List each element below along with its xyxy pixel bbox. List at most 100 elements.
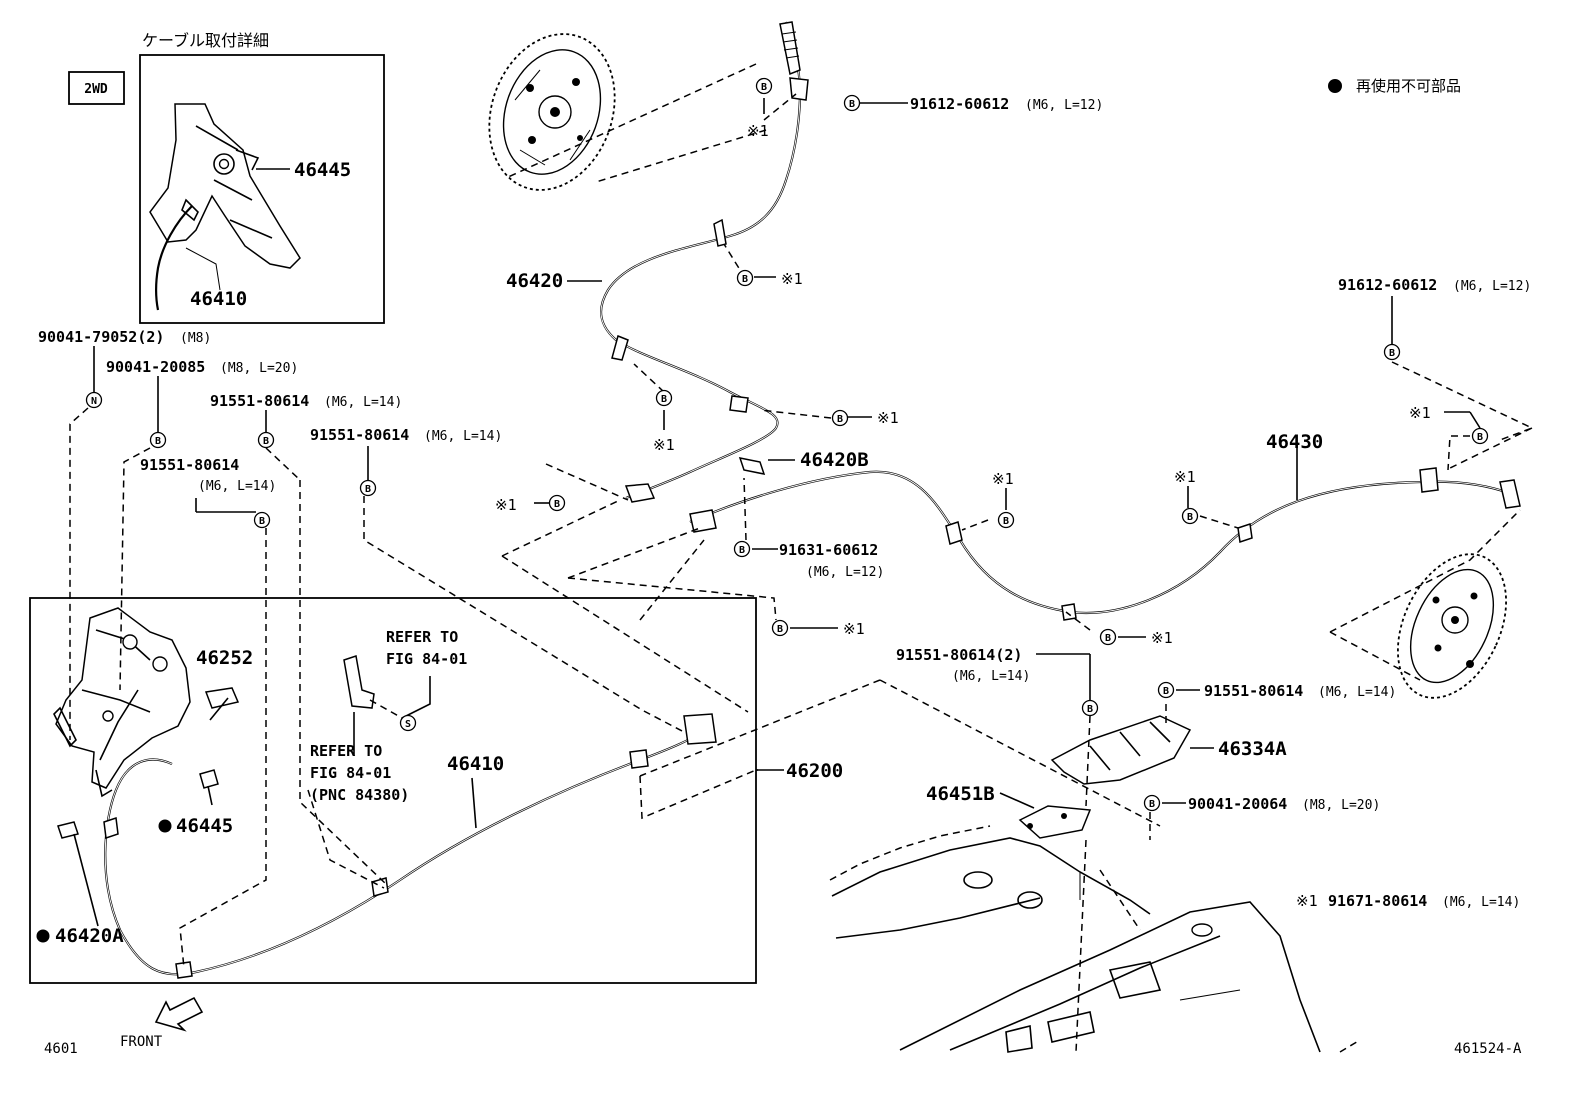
bolt-90041-20064-label: 90041-20064 [1188, 795, 1287, 813]
bolt-symbol-icon [843, 94, 861, 112]
bolt-91551-a-label: 91551-80614 [210, 392, 309, 410]
part-46420a-drawing [57, 821, 79, 839]
note-mark: ※1 [1296, 892, 1318, 910]
bolt-91551-b-label: 91551-80614 [310, 426, 409, 444]
fastener-symbols: N S [36, 77, 1489, 943]
bolt-symbol-icon [755, 77, 773, 95]
bolt-91551-two-label: 91551-80614(2) [896, 646, 1022, 664]
cable-detail-inset: ケーブル取付詳細 2WD 46445 46410 [68, 31, 385, 324]
note-mark: ※1 [781, 270, 803, 288]
bolt-symbol-icon [1081, 699, 1099, 717]
underbody-floor-drawing [829, 825, 1321, 1053]
note-mark: ※1 [495, 496, 517, 514]
front-arrow-icon [154, 996, 204, 1032]
part-46420-label: 46420 [506, 270, 563, 292]
bolt-91551-two-spec: (M6, L=14) [952, 669, 1030, 684]
bolt-91612-top-label: 91612-60612 [910, 95, 1009, 113]
leader-lines [93, 98, 1481, 809]
bolt-90041-20064-spec: (M8, L=20) [1302, 798, 1380, 813]
part-46252-drawing [204, 687, 240, 709]
bolt-symbol-icon [1099, 628, 1117, 646]
note-mark: ※1 [1409, 404, 1431, 422]
rear-cable-46420-drawing [599, 21, 809, 503]
parking-brake-pedal-drawing [53, 607, 191, 798]
bolt-symbol-icon [149, 431, 167, 449]
heat-insulator-46334a-drawing [1050, 715, 1192, 785]
bolt-91551-c-spec: (M6, L=14) [198, 479, 276, 494]
right-brake-backing-plate-drawing [1397, 553, 1507, 699]
bolt-symbol-icon [548, 494, 566, 512]
pedal-assembly-frame [29, 597, 757, 984]
svg-text:N: N [91, 396, 97, 407]
bolt-91612-right-spec: (M6, L=12) [1453, 279, 1531, 294]
bolt-91612-top-spec: (M6, L=12) [1025, 98, 1103, 113]
note-mark: ※1 [843, 620, 865, 638]
bolt-symbol-icon [831, 409, 849, 427]
bolt-symbol-icon [771, 619, 789, 637]
nut-symbol-icon: N [85, 391, 103, 409]
note-mark: ※1 [992, 470, 1014, 488]
bolt-symbol-icon [1181, 507, 1199, 525]
refer-note-1-line2: FIG 84-01 [386, 650, 467, 668]
bolt-90041-20085-label: 90041-20085 [106, 358, 205, 376]
part-46410-label: 46410 [447, 753, 504, 775]
refer-note-1-line1: REFER TO [386, 628, 458, 646]
part-46420b-label: 46420B [800, 449, 869, 471]
note-mark: ※1 [747, 122, 769, 140]
refer-note-2-line1: REFER TO [310, 742, 382, 760]
note-mark: ※1 [653, 436, 675, 454]
part-46445-label: 46445 [176, 815, 233, 837]
pedal-assembly-box [29, 597, 757, 984]
part-46420a-label: 46420A [55, 925, 124, 947]
drive-badge-frame [68, 71, 125, 105]
bolt-91551-right-spec: (M6, L=14) [1318, 685, 1396, 700]
note-definition-code: 91671-80614 [1328, 892, 1427, 910]
bracket-refer-drawing [343, 655, 375, 709]
cable-46420b-drawing [689, 457, 1521, 621]
bolt-code-labels: 91612-60612 (M6, L=12) 91612-60612 (M6, … [38, 95, 1531, 910]
part-46334a-label: 46334A [1218, 738, 1287, 760]
front-label: FRONT [120, 1034, 163, 1050]
bolt-91612-right-label: 91612-60612 [1338, 276, 1437, 294]
bolt-91551-a-spec: (M6, L=14) [324, 395, 402, 410]
part-46200-label: 46200 [786, 760, 843, 782]
bolt-symbol-icon [1157, 681, 1175, 699]
figure-code: 461524-A [1454, 1041, 1522, 1057]
part-46430-label: 46430 [1266, 431, 1323, 453]
bolt-symbol-icon [1471, 427, 1489, 445]
bolt-symbol-icon [997, 511, 1015, 529]
note-mark: ※1 [1174, 468, 1196, 486]
non-reusable-dot-icon [1328, 79, 1342, 93]
svg-text:S: S [405, 719, 411, 730]
bolt-91551-right-label: 91551-80614 [1204, 682, 1303, 700]
dashed-guide-lines [69, 63, 1534, 1053]
refer-note-2-line3: (PNC 84380) [310, 786, 409, 804]
note-definition-spec: (M6, L=14) [1442, 895, 1520, 910]
part-labels: 46420 46420B 46430 46252 46445 46420A 46… [55, 270, 1323, 947]
bolt-symbol-icon [257, 431, 275, 449]
bolt-91551-b-spec: (M6, L=14) [424, 429, 502, 444]
drive-badge: 2WD [84, 82, 108, 97]
legend: 再使用不可部品 [1328, 77, 1461, 95]
bolt-91551-c-label: 91551-80614 [140, 456, 239, 474]
detail-frame [139, 54, 385, 324]
bolt-91631-label: 91631-60612 [779, 541, 878, 559]
note-mark: ※1 [877, 409, 899, 427]
bolt-91631-spec: (M6, L=12) [806, 565, 884, 580]
part-46252-label: 46252 [196, 647, 253, 669]
bolt-symbol-icon [359, 479, 377, 497]
part-46445-drawing [199, 769, 219, 789]
bolt-symbol-icon [655, 389, 673, 407]
page-code: 4601 [44, 1041, 78, 1057]
legend-non-reusable-label: 再使用不可部品 [1356, 77, 1461, 95]
bolt-symbol-icon [1383, 343, 1401, 361]
left-brake-backing-plate-drawing [488, 33, 616, 191]
reference-notes: REFER TO FIG 84-01 REFER TO FIG 84-01 (P… [310, 628, 467, 804]
bolt-symbol-icon [733, 540, 751, 558]
bolt-symbol-icon [736, 269, 754, 287]
bracket-46451b-drawing [1018, 805, 1092, 839]
part-46451b-label: 46451B [926, 783, 995, 805]
note-mark: ※1 [1151, 629, 1173, 647]
part-46445-detail-label: 46445 [294, 159, 351, 181]
